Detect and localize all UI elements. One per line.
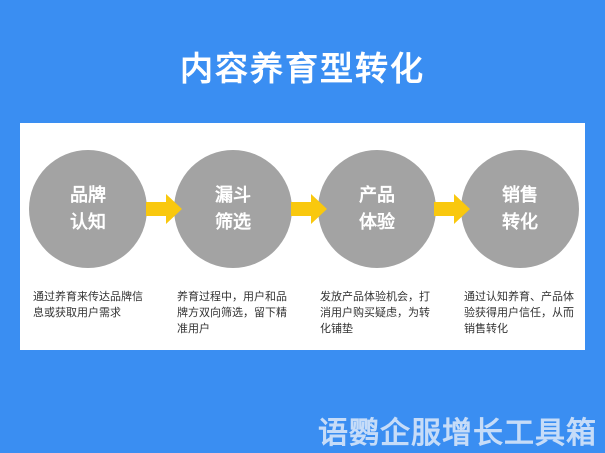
step-label: 筛选 (215, 212, 251, 233)
step-label: 品牌 (70, 185, 106, 206)
step-label: 销售 (502, 185, 538, 206)
step-circle-sales-conversion: 销售 转化 (461, 150, 579, 268)
step-label: 漏斗 (215, 185, 251, 206)
arrow-right-icon (291, 194, 327, 224)
step-description: 通过养育来传达品牌信息或获取用户需求 (33, 290, 143, 319)
step-label: 产品 (359, 185, 395, 206)
step-circle-brand-awareness: 品牌 认知 (29, 150, 147, 268)
arrow-right-icon (434, 194, 470, 224)
watermark: 语鹦企服增长工具箱 (318, 416, 597, 451)
step-description: 发放产品体验机会，打消用户购买疑虑，为转化铺垫 (320, 290, 430, 335)
step-label: 认知 (70, 212, 106, 233)
step-circle-product-experience: 产品 体验 (318, 150, 436, 268)
arrow-right-icon (146, 194, 182, 224)
step-circle-funnel-filter: 漏斗 筛选 (174, 150, 292, 268)
step-label: 转化 (502, 212, 538, 233)
step-label: 体验 (359, 212, 395, 233)
step-description: 养育过程中，用户和品牌方双向筛选，留下精准用户 (177, 290, 287, 335)
page-title: 内容养育型转化 (180, 49, 425, 88)
step-description: 通过认知养育、产品体验获得用户信任，从而销售转化 (464, 290, 574, 335)
